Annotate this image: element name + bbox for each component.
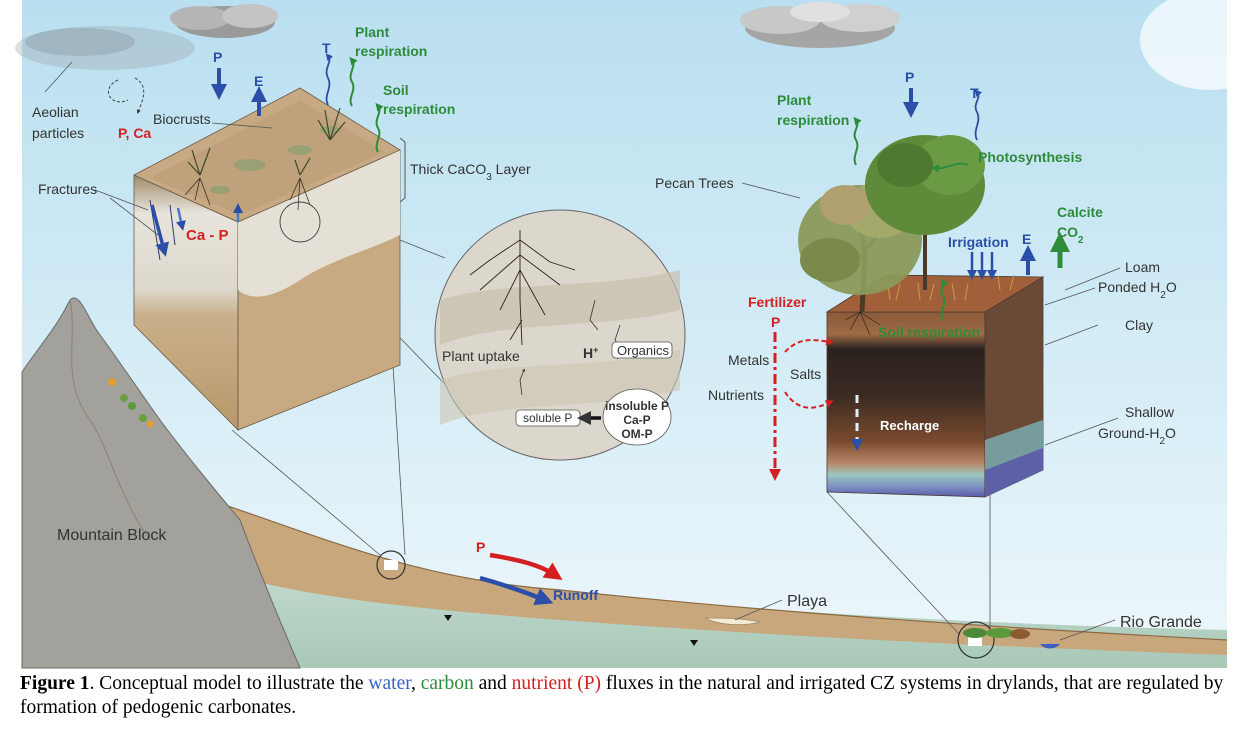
rio-grande-label: Rio Grande bbox=[1120, 614, 1202, 631]
shallow-label: Shallow bbox=[1125, 404, 1175, 420]
rio-grande-channel bbox=[1040, 644, 1060, 649]
runoff-label: Runoff bbox=[553, 587, 598, 603]
left-t-label: T bbox=[322, 40, 331, 56]
figure-caption: Figure 1. Conceptual model to illustrate… bbox=[20, 673, 1224, 718]
calcite-label: Calcite bbox=[1057, 204, 1103, 220]
salts-label: Salts bbox=[790, 366, 821, 382]
pecan-tree-back-icon bbox=[865, 135, 985, 290]
right-t-label: T bbox=[970, 85, 979, 101]
photosynthesis-label: Photosynthesis bbox=[978, 149, 1082, 165]
caption-carbon: carbon bbox=[420, 673, 474, 694]
mountain-block-label: Mountain Block bbox=[57, 527, 167, 544]
particles-label: particles bbox=[32, 125, 84, 141]
aeolian-dust-icon bbox=[15, 26, 195, 70]
left-plant-resp-label-2: respiration bbox=[355, 43, 427, 59]
left-soil-resp-arrow bbox=[375, 102, 384, 153]
soil-resp-arrow-right bbox=[940, 278, 949, 321]
aeolian-label: Aeolian bbox=[32, 104, 79, 120]
thick-caco3-label: Thick CaCO3 Layer bbox=[410, 161, 531, 183]
nutrients-salts-arrow bbox=[784, 391, 834, 409]
fertilizer-label: Fertilizer bbox=[748, 294, 807, 310]
plant-uptake-label: Plant uptake bbox=[442, 348, 520, 364]
loam-label: Loam bbox=[1125, 259, 1160, 275]
photosynthesis-arrow bbox=[931, 162, 969, 173]
left-soil-resp-label-2: respiration bbox=[383, 101, 455, 117]
river-trees-icon bbox=[963, 628, 1030, 639]
pecan-trees-label: Pecan Trees bbox=[655, 175, 734, 191]
ca-p-inset-label: Ca-P bbox=[623, 413, 650, 427]
right-plant-resp-label-1: Plant bbox=[777, 92, 812, 108]
natural-soil-block bbox=[133, 87, 401, 431]
ponded-h2o-label: Ponded H2O bbox=[1098, 279, 1177, 301]
irrigation-arrows bbox=[967, 252, 997, 280]
zoom-marker-fan bbox=[376, 550, 406, 580]
nutrients-label: Nutrients bbox=[708, 387, 764, 403]
zoom-marker-river bbox=[957, 621, 995, 659]
p-ca-label: P, Ca bbox=[118, 125, 151, 141]
clay-label: Clay bbox=[1125, 317, 1153, 333]
biocrusts-label: Biocrusts bbox=[153, 111, 211, 127]
metals-label: Metals bbox=[728, 352, 769, 368]
left-e-label: E bbox=[254, 73, 263, 89]
conceptual-model-diagram: Aeolian particles P, Ca Biocrusts Fractu… bbox=[15, 0, 1228, 669]
left-plant-resp-arrow bbox=[349, 56, 358, 107]
cloud-left-icon bbox=[170, 4, 278, 38]
playa-label: Playa bbox=[787, 593, 827, 610]
soil-resp-right-label: Soil respiration bbox=[878, 324, 980, 340]
alluvial-fan bbox=[210, 500, 1227, 655]
mountain-trees-icon bbox=[108, 378, 154, 428]
insoluble-p-label: insoluble P bbox=[605, 399, 669, 413]
irrigation-label: Irrigation bbox=[948, 234, 1009, 250]
rhizosphere-inset bbox=[434, 209, 686, 461]
caption-nutrient: nutrient (P) bbox=[511, 673, 602, 694]
right-p-label: P bbox=[905, 69, 914, 85]
caption-water: water bbox=[368, 673, 411, 694]
left-plant-resp-label-1: Plant bbox=[355, 24, 390, 40]
ground-h2o-label: Ground-H2O bbox=[1098, 425, 1176, 447]
figure-number: Figure 1 bbox=[20, 673, 90, 694]
cloud-right-icon bbox=[740, 2, 900, 48]
playa-lens bbox=[704, 617, 761, 626]
left-soil-resp-label-1: Soil bbox=[383, 82, 409, 98]
om-p-label: OM-P bbox=[621, 427, 652, 441]
h-plus-label: H+ bbox=[583, 345, 598, 361]
right-transp-arrow bbox=[974, 89, 983, 141]
organics-label: Organics bbox=[617, 343, 670, 358]
runoff-p-arrow bbox=[489, 552, 563, 580]
co2-label: CO2 bbox=[1057, 224, 1084, 246]
left-p-label: P bbox=[213, 49, 222, 65]
ca-p-label: Ca - P bbox=[186, 227, 229, 244]
metals-salts-arrow bbox=[784, 337, 834, 353]
recharge-label: Recharge bbox=[880, 418, 939, 433]
irrigated-soil-block bbox=[825, 274, 1045, 498]
runoff-p-label: P bbox=[476, 539, 485, 555]
right-e-label: E bbox=[1022, 231, 1031, 247]
soluble-p-label: soluble P bbox=[523, 411, 572, 425]
runoff-water-arrow bbox=[479, 575, 554, 606]
left-transp-arrow bbox=[325, 53, 334, 106]
right-plant-resp-label-2: respiration bbox=[777, 112, 849, 128]
right-plant-resp-arrow bbox=[853, 116, 862, 166]
fractures-label: Fractures bbox=[38, 181, 97, 197]
fertilizer-p-label: P bbox=[771, 314, 780, 330]
